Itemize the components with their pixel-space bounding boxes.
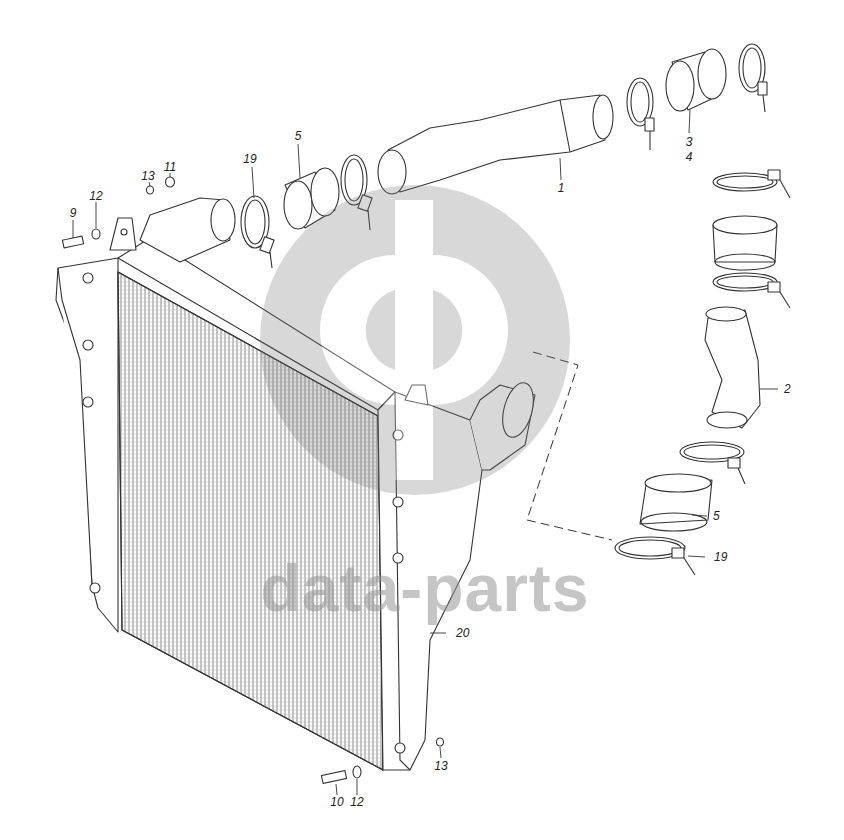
watermark-logo	[260, 185, 570, 495]
callout-number: 5	[295, 130, 302, 142]
callout-number: 13	[141, 170, 154, 182]
callout-number: 12	[350, 796, 363, 808]
callout-number: 19	[243, 153, 256, 165]
callout-number: 11	[164, 161, 176, 173]
callout-number: 3	[686, 136, 693, 148]
callout-number: 20	[456, 627, 469, 639]
callout-number: 12	[89, 190, 102, 202]
callout-number: 5	[713, 510, 720, 522]
callout-number: 1	[558, 182, 565, 194]
callout-number: 13	[434, 760, 447, 772]
callout-number: 9	[70, 207, 77, 219]
callout-number: 4	[686, 151, 693, 163]
watermark-text: data-parts	[260, 555, 589, 621]
callout-number: 2	[784, 383, 791, 395]
callout-number: 19	[714, 551, 727, 563]
callout-number: 10	[330, 796, 343, 808]
